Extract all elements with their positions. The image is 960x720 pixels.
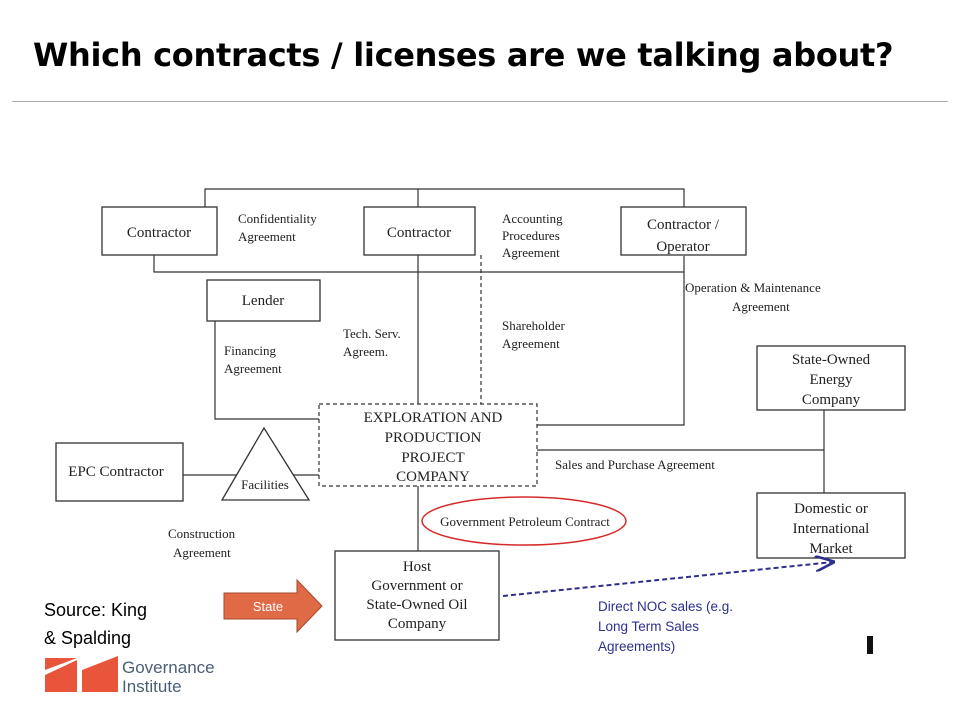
domestic-market-label-3: Market: [809, 541, 853, 557]
contractor-operator-label-2: Operator: [656, 239, 709, 255]
state-arrow-label: State: [253, 599, 283, 614]
contractor-box-1: [101, 206, 218, 256]
source-line-2: & Spalding: [44, 628, 132, 648]
project-company-label-4: COMPANY: [396, 469, 470, 485]
construction-label-2: Agreement: [173, 545, 231, 560]
accounting-label-1: Accounting: [502, 211, 563, 226]
confidentiality-label-2: Agreement: [238, 229, 296, 244]
project-company-label-1: EXPLORATION AND: [364, 410, 503, 426]
tech-serv-label-2: Agreem.: [343, 344, 388, 359]
domestic-market-box: [756, 492, 906, 559]
governance-institute-logo-icon: [45, 656, 118, 692]
shareholder-label-2: Agreement: [502, 336, 560, 351]
contractor-operator-label-1: Contractor /: [647, 217, 720, 233]
logo-line-1: Governance: [122, 658, 215, 677]
logo-line-2: Institute: [122, 677, 182, 696]
host-government-label-4: Company: [388, 616, 447, 632]
lender-label: Lender: [242, 293, 284, 309]
project-company-label-2: PRODUCTION: [385, 430, 482, 446]
contractor-box-2: [363, 206, 476, 256]
source-citation: Source: King & Spalding: [44, 596, 147, 652]
facilities-triangle: [220, 426, 311, 501]
host-government-label-2: Government or: [371, 578, 462, 594]
state-owned-energy-label-1: State-Owned: [792, 352, 871, 368]
host-government-label-1: Host: [403, 559, 432, 575]
construction-label-1: Construction: [168, 526, 236, 541]
source-line-1: Source: King: [44, 600, 148, 620]
noc-sales-line-3: Agreements): [598, 639, 676, 654]
contractor-operator-box: [620, 206, 747, 256]
contractor-label-2: Contractor: [387, 225, 451, 241]
shareholder-label-1: Shareholder: [502, 318, 565, 333]
state-arrow: [223, 578, 323, 634]
contractor-label-1: Contractor: [127, 225, 191, 241]
epc-contractor-label: EPC Contractor: [68, 464, 163, 480]
project-company-box: [318, 403, 538, 487]
accounting-label-2: Procedures: [502, 228, 560, 243]
noc-sales-line-1: Direct NOC sales (e.g.: [598, 599, 734, 614]
slide-marker: [867, 636, 873, 654]
noc-sales-line-2: Long Term Sales: [598, 619, 700, 634]
facilities-label: Facilities: [241, 477, 289, 492]
lender-box: [206, 279, 321, 322]
operation-maintenance-label-1: Operation & Maintenance: [685, 280, 821, 295]
highlight-ellipse: [421, 496, 627, 546]
sales-purchase-label: Sales and Purchase Agreement: [555, 457, 715, 472]
financing-label-1: Financing: [224, 343, 276, 358]
logo-wordmark: Governance Institute: [122, 658, 215, 696]
operation-maintenance-label-2: Agreement: [732, 299, 790, 314]
host-government-label-3: State-Owned Oil: [366, 597, 467, 613]
tech-serv-label-1: Tech. Serv.: [343, 326, 401, 341]
host-government-box: [334, 550, 500, 641]
accounting-label-3: Agreement: [502, 245, 560, 260]
confidentiality-label-1: Confidentiality: [238, 211, 317, 226]
connector-lines: [153, 188, 825, 551]
noc-sales-arrow: [502, 562, 833, 597]
noc-sales-note: Direct NOC sales (e.g. Long Term Sales A…: [598, 597, 733, 657]
epc-contractor-box: [55, 442, 184, 502]
slide-title: Which contracts / licenses are we talkin…: [33, 36, 894, 74]
state-owned-energy-label-2: Energy: [809, 372, 853, 388]
project-company-label-3: PROJECT: [401, 450, 464, 466]
domestic-market-label-2: International: [793, 521, 870, 537]
domestic-market-label-1: Domestic or: [794, 501, 868, 517]
state-owned-energy-label-3: Company: [802, 392, 861, 408]
financing-label-2: Agreement: [224, 361, 282, 376]
state-owned-energy-box: [756, 345, 906, 411]
gov-petroleum-contract-label: Government Petroleum Contract: [440, 514, 610, 529]
title-divider: [12, 101, 948, 102]
